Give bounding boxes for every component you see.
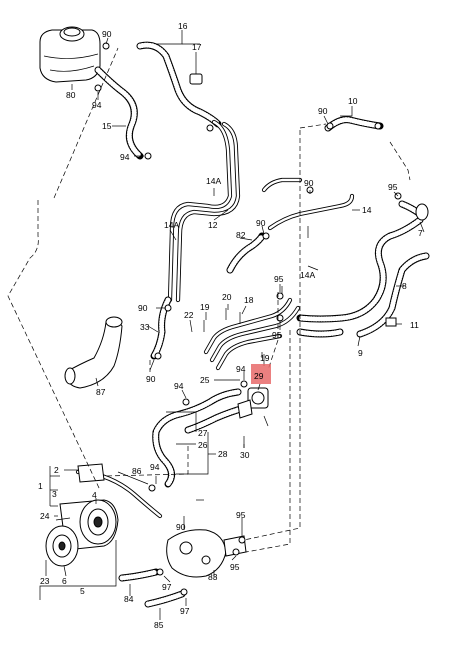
hose-82 [226, 232, 266, 274]
label-5: 5 [80, 586, 85, 596]
label-9: 9 [358, 348, 363, 358]
label-90: 90 [102, 29, 112, 39]
label-4: 4 [92, 490, 97, 500]
hose-85 [144, 590, 186, 608]
label-25: 25 [200, 375, 210, 385]
hose-7 [398, 200, 429, 221]
label-97: 97 [162, 582, 172, 592]
hose-clips [94, 42, 402, 596]
label-33: 33 [140, 322, 150, 332]
label-29: 29 [254, 371, 264, 381]
label-82: 82 [236, 230, 246, 240]
pipe-bundle-18-19 [203, 297, 301, 371]
leader-lines [39, 30, 425, 620]
label-80: 80 [66, 90, 76, 100]
hose-84 [118, 568, 160, 582]
bracket-2 [77, 463, 105, 483]
label-28: 28 [218, 449, 228, 459]
label-12: 12 [208, 220, 218, 230]
label-19: 19 [200, 302, 210, 312]
label-94: 94 [236, 364, 246, 374]
label-95: 95 [272, 330, 282, 340]
label-95: 95 [236, 510, 246, 520]
label-90: 90 [304, 178, 314, 188]
bolts [45, 226, 309, 572]
label-14: 14 [362, 205, 372, 215]
label-90: 90 [176, 522, 186, 532]
label-14A: 14A [164, 220, 179, 230]
thermostat-housing-29 [237, 387, 269, 419]
label-94: 94 [150, 462, 160, 472]
label-1: 1 [38, 481, 43, 491]
coolant-pump [45, 499, 119, 567]
hose-10 [324, 116, 384, 132]
label-90: 90 [146, 374, 156, 384]
label-95: 95 [274, 274, 284, 284]
label-10: 10 [348, 96, 358, 106]
label-27: 27 [198, 428, 208, 438]
label-22: 22 [184, 310, 194, 320]
label-95: 95 [388, 182, 398, 192]
hose-33 [150, 296, 172, 360]
expansion-tank [39, 26, 101, 83]
label-19: 19 [260, 353, 270, 363]
label-20: 20 [222, 292, 232, 302]
hose-8 [296, 216, 430, 338]
label-83: 83 [208, 572, 218, 582]
label-94: 94 [174, 381, 184, 391]
label-24: 24 [40, 511, 50, 521]
part-number-labels: 16 17 90 80 94 15 94 90 10 14A 90 12 95 … [38, 21, 423, 630]
pipe-14 [261, 177, 355, 231]
label-90: 90 [138, 303, 148, 313]
label-2: 2 [54, 465, 59, 475]
label-90: 90 [318, 106, 328, 116]
highlight-marker-29 [251, 364, 271, 384]
label-86: 86 [132, 466, 142, 476]
label-7: 7 [418, 228, 423, 238]
pipe-87 [64, 316, 123, 389]
label-87: 87 [96, 387, 106, 397]
label-14A: 14A [300, 270, 315, 280]
label-85: 85 [154, 620, 164, 630]
label-17: 17 [192, 42, 202, 52]
label-11: 11 [410, 320, 419, 330]
label-94: 94 [120, 152, 130, 162]
label-90: 90 [256, 218, 266, 228]
label-16: 16 [178, 21, 188, 31]
label-8: 8 [402, 281, 407, 291]
dashed-leader-lines [7, 47, 411, 553]
label-18: 18 [244, 295, 254, 305]
hose-16 [136, 41, 222, 128]
label-95: 95 [230, 562, 240, 572]
pipe-12 [167, 119, 241, 303]
label-3: 3 [52, 489, 57, 499]
label-15: 15 [102, 121, 112, 131]
label-23: 23 [40, 576, 50, 586]
label-97: 97 [180, 606, 190, 616]
label-6: 6 [62, 576, 67, 586]
label-94: 94 [92, 100, 102, 110]
label-30: 30 [240, 450, 250, 460]
label-14A: 14A [206, 176, 221, 186]
hose-25-28 [152, 388, 248, 488]
label-26: 26 [198, 440, 208, 450]
label-84: 84 [124, 594, 134, 604]
hose-15 [94, 66, 144, 160]
